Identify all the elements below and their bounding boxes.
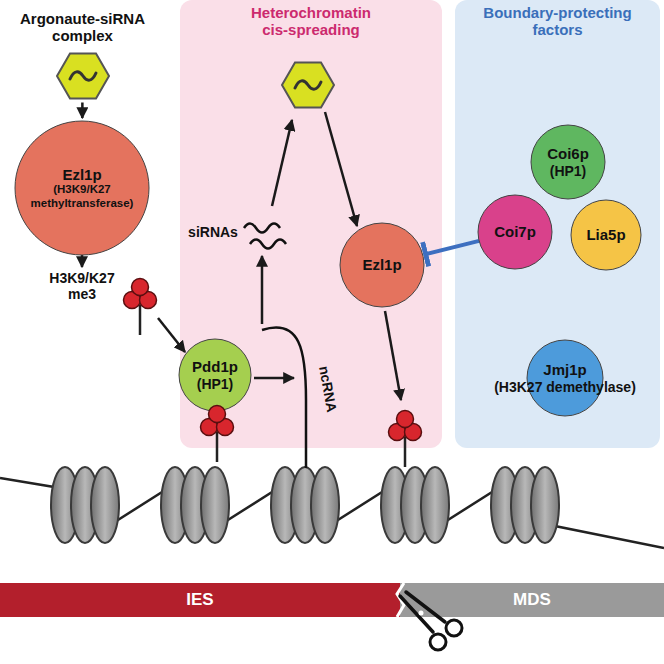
node-subtitle: (HP1) <box>197 376 234 392</box>
node-title: Ezl1p <box>362 256 401 273</box>
nucleosome <box>491 467 559 543</box>
annotation-label: siRNAs <box>184 224 242 240</box>
pivot <box>419 611 424 616</box>
boundary-region-fill <box>455 0 660 448</box>
segment-bar: MDS <box>400 583 664 617</box>
argonaute-hexagon <box>51 49 115 103</box>
methyl-mark <box>389 411 422 468</box>
node-title: Coi7p <box>494 223 536 240</box>
complex-node: Argonaute-siRNA complex <box>10 6 155 104</box>
inhibition-connector <box>426 241 479 254</box>
protein-circle: Lia5p <box>565 194 647 276</box>
node-title: MDS <box>513 590 551 610</box>
node-title: Coi6p <box>547 145 589 162</box>
sirna-squiggle <box>250 240 286 249</box>
enzyme-circle: Ezl1p(H3K9/K27 methyltransferase) <box>19 125 145 251</box>
node-title: IES <box>186 590 213 610</box>
cis-spreading-region-fill <box>180 0 442 448</box>
arrow <box>254 377 294 380</box>
arrow <box>272 120 292 206</box>
arrow-connector <box>81 103 84 119</box>
nucleosome <box>271 467 339 543</box>
annotation-label: H3K9/K27 me3 <box>40 270 124 302</box>
node-title: Pdd1p <box>192 358 238 375</box>
arrow <box>325 112 357 226</box>
node-title: Argonaute-siRNA complex <box>10 10 155 45</box>
handle <box>430 634 446 650</box>
sirna-squiggle <box>244 224 280 233</box>
circle-fill <box>15 121 149 255</box>
circle-fill <box>340 223 424 307</box>
nucleosome <box>161 467 229 543</box>
nucleosome <box>381 467 449 543</box>
circle-fill <box>179 339 251 411</box>
node-title: Jmj1p <box>543 361 586 378</box>
circle-fill <box>531 125 605 199</box>
node-title: Lia5p <box>586 226 625 243</box>
circle-fill <box>478 195 552 269</box>
argonaute-hexagon <box>57 53 109 98</box>
node-subtitle: (H3K9/K27 methyltransferase) <box>19 183 145 209</box>
factor-region: Boundary-protecting factorsCoi6p(HP1)Coi… <box>455 0 660 448</box>
arrow <box>158 318 185 352</box>
arrow <box>385 311 401 400</box>
methyl-mark <box>124 279 157 336</box>
handle <box>446 620 462 636</box>
protein-circle: Coi6p(HP1) <box>525 119 611 205</box>
nucleosome <box>51 467 119 543</box>
scissors-icon <box>400 592 462 650</box>
node-title: Ezl1p <box>62 166 101 183</box>
node-title: Boundary-protecting factors <box>478 4 638 39</box>
argonaute-hexagon <box>282 63 334 108</box>
cut-line <box>397 583 404 617</box>
protein-circle: Pdd1p(HP1) <box>172 332 258 418</box>
enzyme-circle: Jmj1p(H3K27 demethylase) <box>465 336 664 420</box>
methyl-mark <box>201 406 234 463</box>
ncrna-strand <box>262 327 306 468</box>
circle-fill <box>527 340 603 416</box>
blade <box>400 596 433 632</box>
enzyme-circle: Ezl1p <box>334 217 430 313</box>
arrow <box>261 256 264 324</box>
segment-bar: IES <box>0 583 400 617</box>
protein-circle: Coi7p <box>472 189 558 275</box>
blade <box>406 592 445 622</box>
node-title: Heterochromatin cis-spreading <box>241 4 381 39</box>
circle-fill <box>571 200 641 270</box>
node-subtitle: (HP1) <box>550 163 587 179</box>
node-subtitle: (H3K27 demethylase) <box>494 379 636 395</box>
